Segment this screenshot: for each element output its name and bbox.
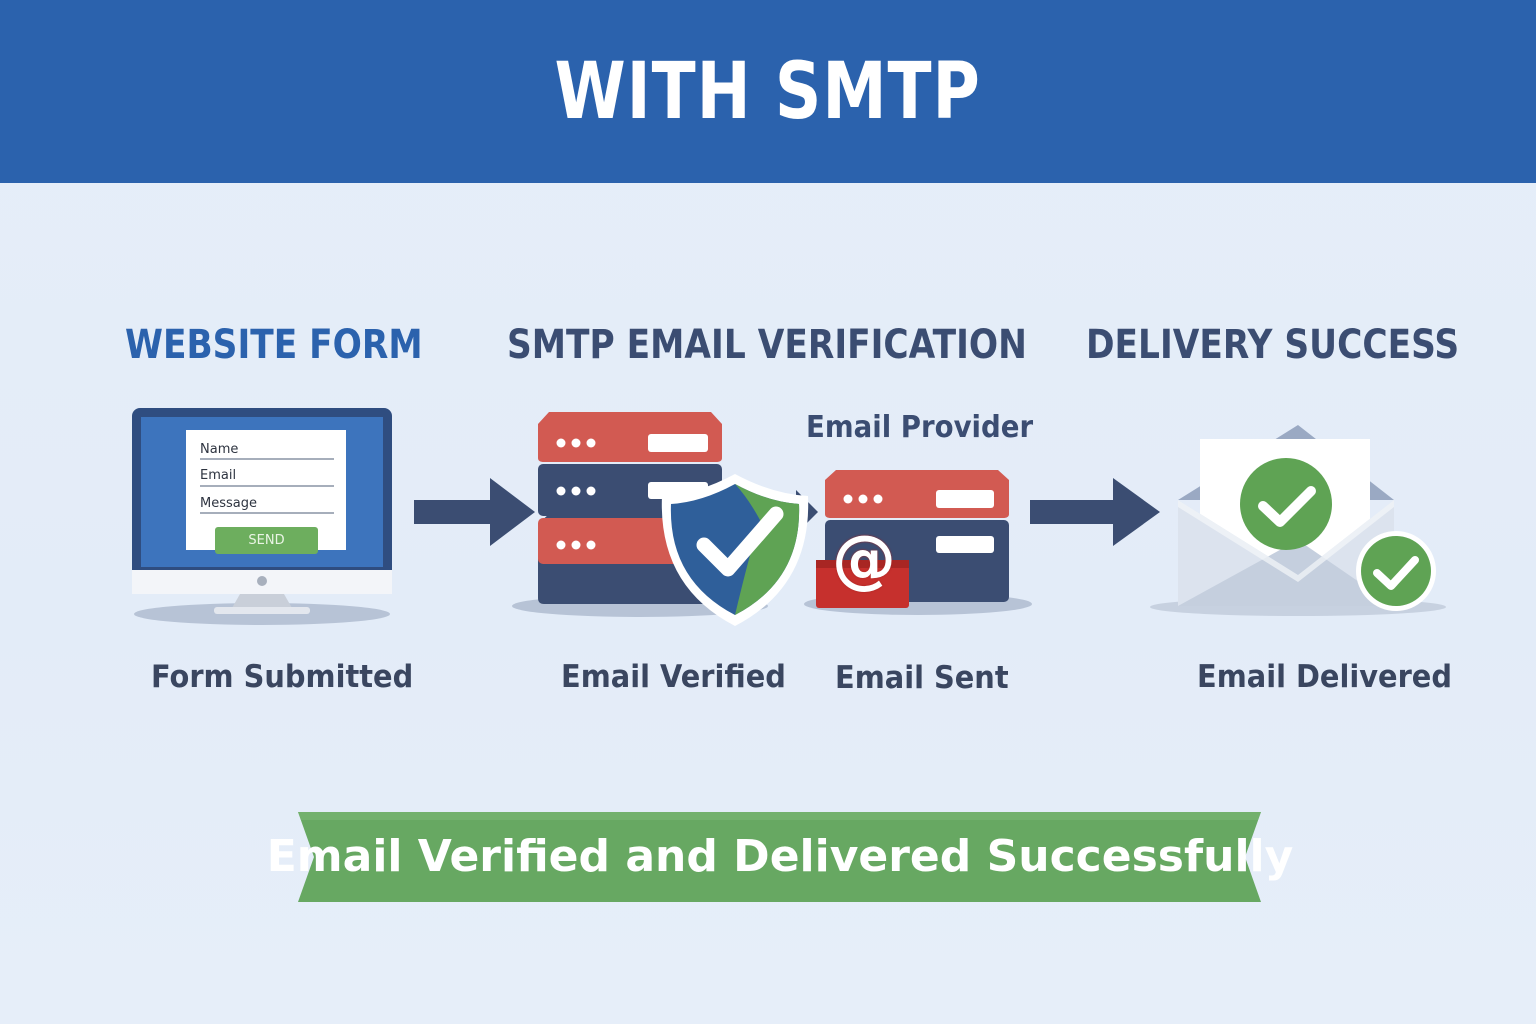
stage-title-website-form: WEBSITE FORM	[125, 322, 423, 368]
stage-title-delivery-success: DELIVERY SUCCESS	[1086, 322, 1460, 368]
form-name-label: Name	[200, 442, 239, 457]
stage-title-smtp-verification: SMTP EMAIL VERIFICATION	[507, 322, 1027, 368]
caption-email-delivered: Email Delivered	[1197, 659, 1452, 695]
send-button[interactable]	[215, 527, 318, 554]
at-symbol: @	[832, 523, 896, 597]
form-message-label: Message	[200, 496, 257, 511]
send-button-label: SEND	[248, 533, 285, 548]
header-bar: WITH SMTP	[0, 0, 1536, 183]
caption-email-sent: Email Sent	[835, 660, 1009, 696]
caption-email-verified: Email Verified	[561, 659, 786, 695]
page-title: WITH SMTP	[554, 46, 982, 137]
success-banner-text: Email Verified and Delivered Successfull…	[266, 830, 1294, 882]
caption-form-submitted: Form Submitted	[151, 659, 414, 695]
form-email-label: Email	[200, 468, 237, 483]
email-provider-label: Email Provider	[806, 410, 1034, 445]
